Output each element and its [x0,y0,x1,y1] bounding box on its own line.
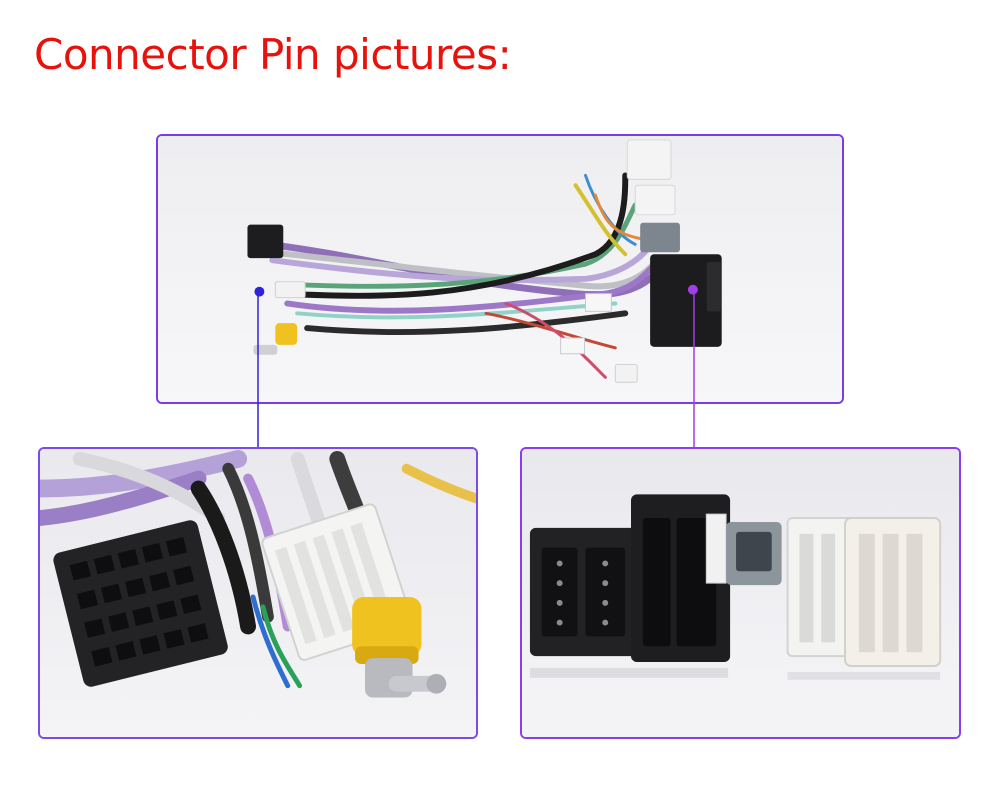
harness-overview-illustration [158,136,842,402]
right-connector-illustration [522,449,959,737]
left-connector-illustration [40,449,476,737]
harness-overview-photo [156,134,844,404]
page-title: Connector Pin pictures: [34,30,512,79]
right-connector-detail-photo [520,447,961,739]
left-connector-detail-photo [38,447,478,739]
